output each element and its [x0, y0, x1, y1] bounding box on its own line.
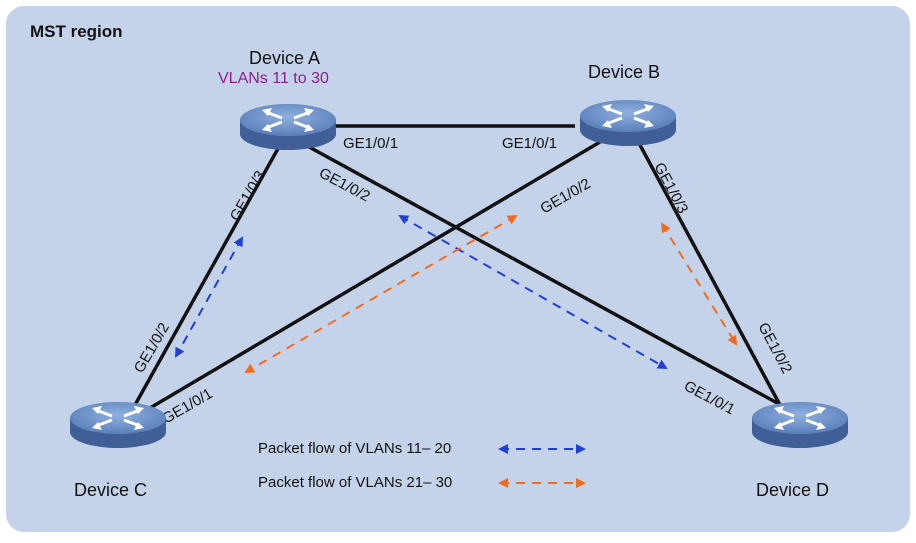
region-title: MST region — [30, 22, 123, 41]
port-label-b-a: GE1/0/1 — [502, 135, 557, 152]
device-c-label: Device C — [74, 480, 148, 500]
device-b-switch-icon — [578, 98, 678, 148]
legend-flow1-label: Packet flow of VLANs 11– 20 — [258, 440, 452, 457]
device-d-label: Device D — [756, 480, 830, 500]
device-b-label: Device B — [588, 62, 661, 82]
flow-vlan21-30-b-c — [244, 214, 518, 374]
packet-flows — [175, 214, 738, 374]
port-label-a-b: GE1/0/1 — [343, 135, 398, 152]
device-a-label: Device A — [249, 48, 321, 68]
flow-vlan21-30-b-d — [660, 222, 738, 346]
flow-vlan11-20-a-c — [175, 236, 243, 358]
device-a-vlan-note: VLANs 11 to 30 — [218, 70, 329, 87]
device-c-switch-icon — [68, 400, 168, 450]
device-a-switch-icon — [238, 102, 338, 152]
mst-region-area — [6, 6, 910, 532]
legend-flow2-label: Packet flow of VLANs 21– 30 — [258, 474, 453, 491]
device-d-switch-icon — [750, 400, 850, 450]
